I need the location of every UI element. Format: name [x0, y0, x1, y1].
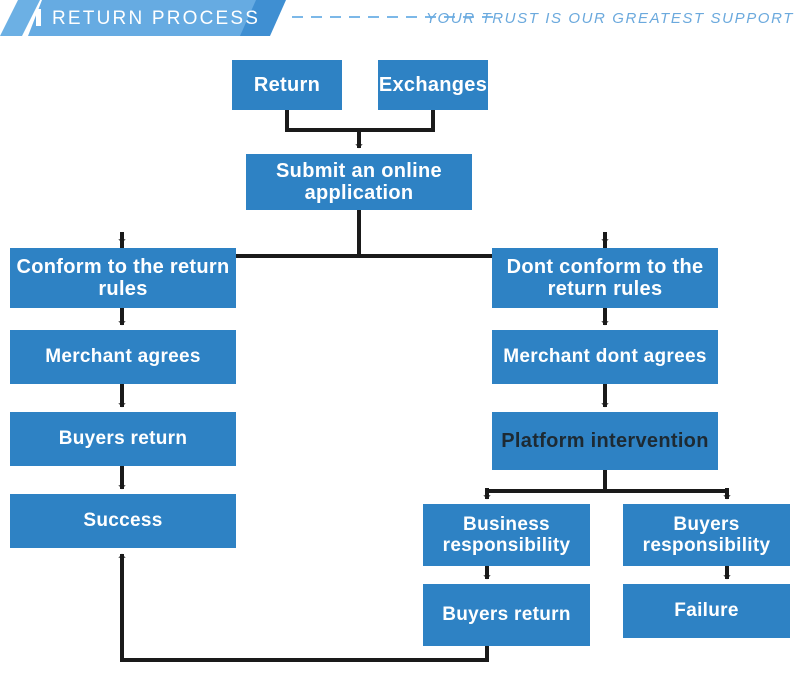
node-return[interactable]: Return	[232, 60, 342, 110]
page-header: RETURN PROCESS YOUR TRUST IS OUR GREATES…	[0, 0, 800, 36]
node-buyers-responsibility[interactable]: Buyers responsibility	[623, 504, 790, 566]
header-bullet-icon	[36, 9, 41, 26]
node-conform-to-return-rules[interactable]: Conform to the return rules	[10, 248, 236, 308]
node-merchant-agrees[interactable]: Merchant agrees	[10, 330, 236, 384]
edge-return-exchanges-merge	[285, 110, 435, 132]
return-process-flowchart: Return Exchanges Submit an online applic…	[0, 36, 800, 680]
edge-feedback-loop-to-success	[118, 553, 489, 662]
edge-platform-split-right-rail	[605, 489, 729, 498]
node-exchanges[interactable]: Exchanges	[378, 60, 488, 110]
node-failure[interactable]: Failure	[623, 584, 790, 638]
edge-platform-split-left-rail	[485, 470, 607, 498]
node-buyers-return-left[interactable]: Buyers return	[10, 412, 236, 466]
node-merchant-dont-agrees[interactable]: Merchant dont agrees	[492, 330, 718, 384]
node-platform-intervention[interactable]: Platform intervention	[492, 412, 718, 470]
node-buyers-return-right[interactable]: Buyers return	[423, 584, 590, 646]
node-submit-online-application[interactable]: Submit an online application	[246, 154, 472, 210]
node-business-responsibility[interactable]: Business responsibility	[423, 504, 590, 566]
header-tagline: YOUR TRUST IS OUR GREATEST SUPPORT	[425, 10, 794, 27]
header-banner	[28, 0, 278, 36]
node-success[interactable]: Success	[10, 494, 236, 548]
header-dashed-rule	[292, 16, 502, 18]
node-dont-conform-to-return-rules[interactable]: Dont conform to the return rules	[492, 248, 718, 308]
page-title: RETURN PROCESS	[52, 8, 261, 29]
